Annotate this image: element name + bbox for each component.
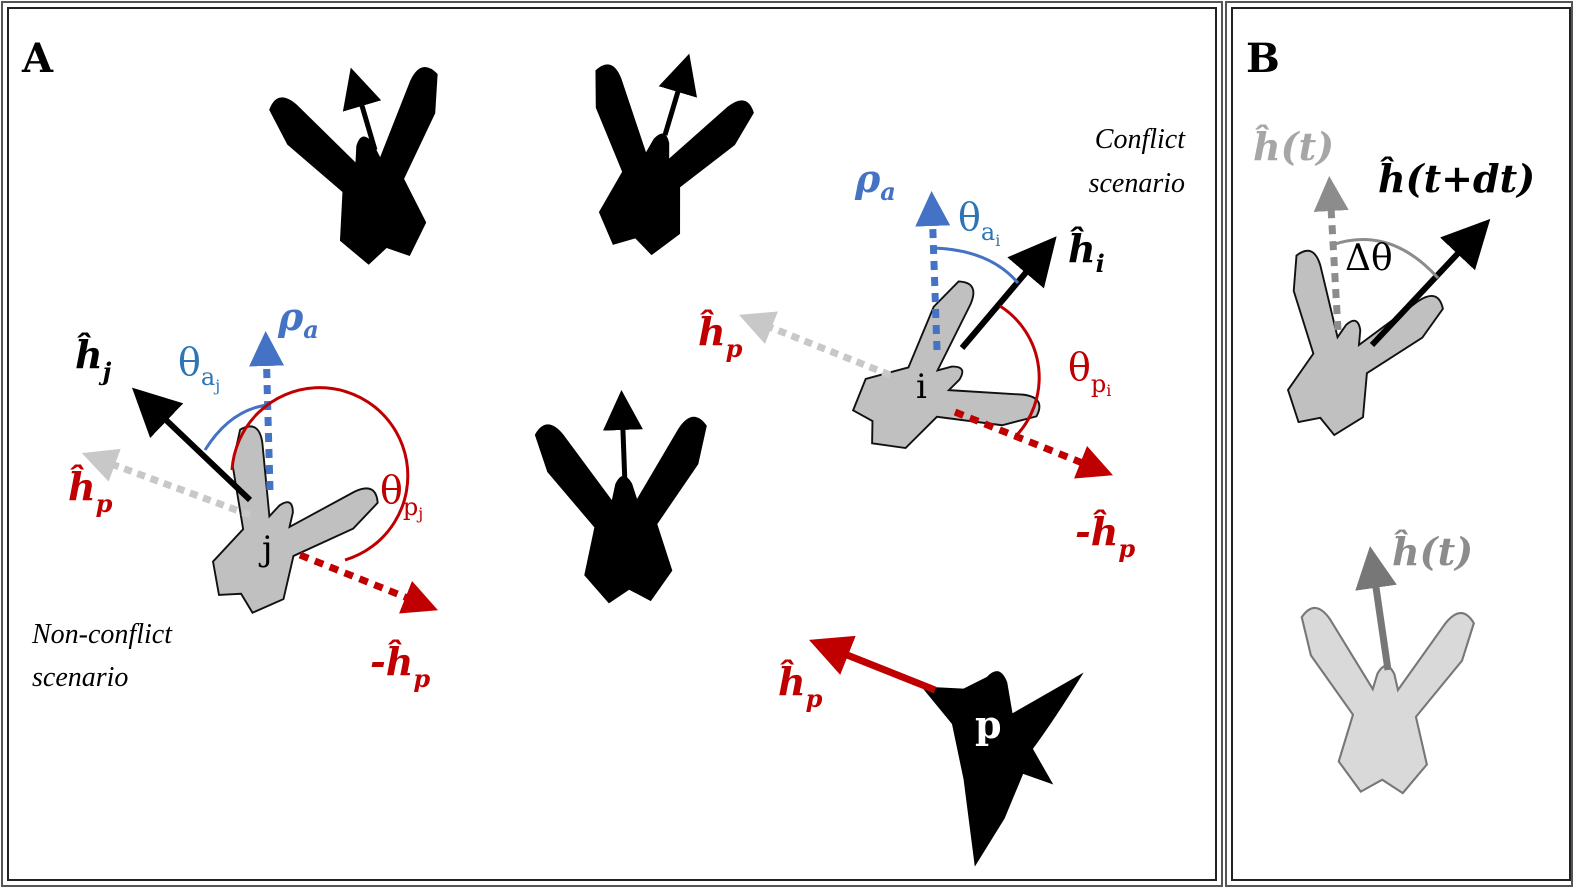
- label-theta-p-j: θpj: [380, 468, 423, 523]
- label-theta-a-j: θaj: [178, 340, 220, 395]
- label-theta-p-i: θpi: [1068, 345, 1111, 400]
- bird-j-rho-arrow: [249, 331, 285, 491]
- label-rho-a-i: ρa: [854, 156, 896, 206]
- label-h-j: ĥj: [75, 332, 112, 386]
- bird-i-neg-hp-arrow: [953, 408, 1113, 479]
- label-neg-hp-i: -ĥp: [1075, 509, 1135, 563]
- panel-b-top: ĥ(t) ĥ(t+dt) Δθ: [1242, 124, 1535, 457]
- label-h-p-predator: ĥp: [778, 659, 823, 713]
- bird-j-neg-hp-arrow: [298, 551, 438, 614]
- bird-i-heading-arrow: [959, 236, 1057, 350]
- label-theta-a-i: θai: [958, 195, 1000, 250]
- label-h-i: ĥi: [1068, 226, 1105, 278]
- nonconflict-label-line1: Non-conflict: [31, 619, 173, 650]
- bird-j-heading-arrow: [131, 387, 253, 503]
- conflict-label-line2: scenario: [1089, 168, 1185, 199]
- panel-b-label: B: [1246, 35, 1280, 82]
- bird-j-group: j ĥj ρa θaj ĥp θpj -ĥp Non-conflict scen…: [31, 294, 438, 693]
- label-hp-i: ĥp: [698, 309, 743, 363]
- panel-b-bottom: ĥ(t): [1294, 529, 1476, 797]
- label-h-t-dt: ĥ(t+dt): [1378, 156, 1535, 201]
- bird-j-hp-arrow: [81, 448, 252, 519]
- label-hp-j: ĥp: [68, 464, 113, 518]
- panel-a-label: A: [21, 35, 54, 82]
- bird-i-hp-arrow: [738, 311, 892, 379]
- flock-bird-1: [267, 64, 474, 279]
- h-t-dt-arrow: [1369, 218, 1491, 348]
- label-h-t: ĥ(t): [1253, 124, 1334, 169]
- theta-a-j-arc: [203, 403, 268, 451]
- flock-bird-3: [534, 390, 716, 607]
- label-h-t-bottom: ĥ(t): [1392, 529, 1473, 574]
- predator-heading-arrow: [808, 635, 937, 694]
- h-t-bottom-arrow: [1355, 546, 1397, 671]
- delta-theta-arc: [1331, 238, 1440, 280]
- bird-j-id: j: [258, 529, 273, 569]
- label-rho-a-j: ρa: [277, 294, 319, 344]
- label-neg-hp-j: -ĥp: [370, 639, 430, 693]
- label-delta-theta: Δθ: [1345, 238, 1393, 279]
- panel-a-inner-frame: [7, 7, 1217, 881]
- theta-p-i-arc: [999, 304, 1041, 439]
- flock-bird-2: [553, 53, 757, 272]
- bird-i-id: i: [916, 367, 927, 407]
- predator-bird: [892, 645, 1084, 880]
- nonconflict-label-line2: scenario: [32, 662, 128, 693]
- panel-b-frame: [1225, 1, 1573, 887]
- bird-i-rho-arrow: [915, 191, 951, 351]
- panel-a-frame: [1, 1, 1223, 887]
- theta-a-i-arc: [933, 246, 1020, 284]
- panel-b-inner-frame: [1231, 7, 1571, 881]
- predator-group: p ĥp: [778, 635, 1084, 880]
- predator-id: p: [975, 702, 1002, 747]
- theta-p-j-arc: [230, 386, 410, 562]
- conflict-label-line1: Conflict: [1095, 124, 1186, 155]
- bird-i-group: i ĥi ρa θai ĥp θpi -ĥp Conflict scenario: [698, 124, 1186, 563]
- h-t-arrow: [1313, 176, 1349, 331]
